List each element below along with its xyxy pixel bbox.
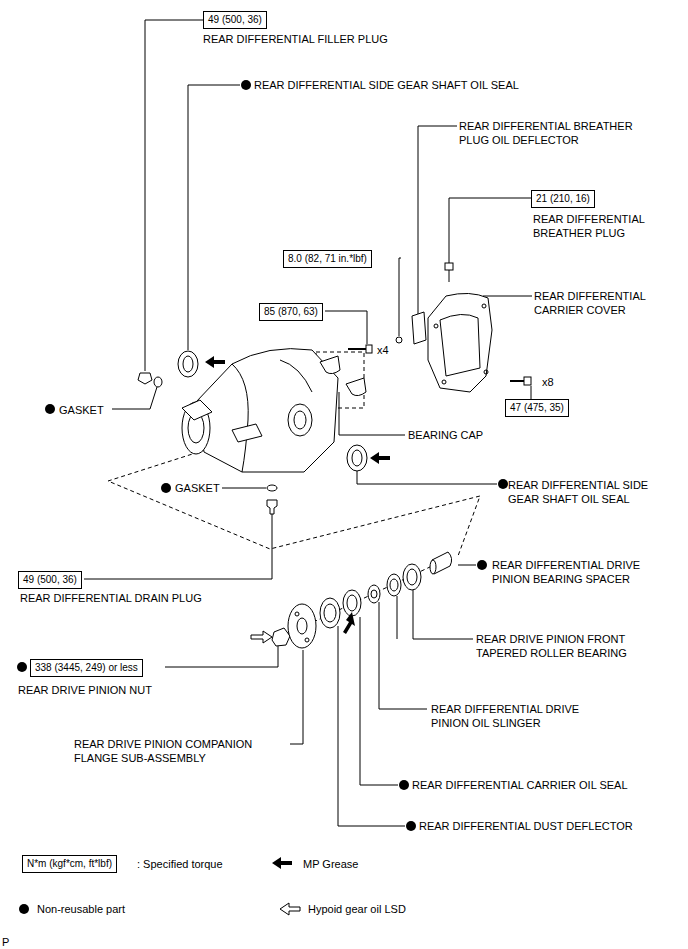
torque-value: N*m (kgf*cm, ft*lbf) [27,858,112,869]
part-name: BEARING CAP [408,428,483,442]
quantity-label: x4 [377,343,389,357]
torque-box: 49 (500, 36) [18,571,82,589]
part-name: REAR DIFFERENTIAL CARRIER COVER [534,289,674,317]
part-name: REAR DIFFERENTIAL DUST DEFLECTOR [419,819,633,833]
legend-text: MP Grease [303,857,358,871]
torque-box: 8.0 (82, 71 in.*lbf) [283,250,372,268]
torque-value: 47 (475, 35) [510,402,564,413]
part-name: REAR DIFFERENTIAL DRIVE PINION BEARING S… [492,558,674,586]
part-name: REAR DIFFERENTIAL DRAIN PLUG [20,591,202,605]
part-name: GASKET [59,403,104,417]
part-name: REAR DIFFERENTIAL SIDE GEAR SHAFT OIL SE… [254,78,519,92]
quantity-label: x8 [542,375,554,389]
part-name: REAR DIFFERENTIAL DRIVE PINION OIL SLING… [431,702,613,730]
torque-value: 85 (870, 63) [264,306,318,317]
torque-value: 49 (500, 36) [23,574,77,585]
torque-box: 338 (3445, 249) or less [30,659,143,677]
torque-value: 49 (500, 36) [208,14,262,25]
torque-box: 21 (210, 16) [531,190,595,208]
torque-value: 8.0 (82, 71 in.*lbf) [288,253,367,264]
torque-box: 49 (500, 36) [203,11,267,29]
legend-text: Hypoid gear oil LSD [308,902,406,916]
legend-text: : Specified torque [137,857,223,871]
torque-box: 47 (475, 35) [505,399,569,417]
part-name: REAR DIFFERENTIAL BREATHER PLUG OIL DEFL… [459,119,659,147]
quantity-label: P [2,935,9,949]
part-name: REAR DIFFERENTIAL SIDE GEAR SHAFT OIL SE… [508,478,680,506]
part-name: REAR DIFFERENTIAL CARRIER OIL SEAL [412,778,628,792]
part-name: REAR DRIVE PINION NUT [18,683,152,697]
torque-box: N*m (kgf*cm, ft*lbf) [22,855,117,873]
part-name: REAR DRIVE PINION FRONT TAPERED ROLLER B… [476,632,658,660]
torque-value: 338 (3445, 249) or less [35,662,138,673]
part-name: REAR DIFFERENTIAL FILLER PLUG [203,32,388,46]
part-name: GASKET [175,481,220,495]
torque-box: 85 (870, 63) [259,303,323,321]
legend-text: Non-reusable part [37,902,125,916]
part-name: REAR DRIVE PINION COMPANION FLANGE SUB-A… [74,737,289,765]
torque-value: 21 (210, 16) [536,193,590,204]
part-name: REAR DIFFERENTIAL BREATHER PLUG [533,212,673,240]
